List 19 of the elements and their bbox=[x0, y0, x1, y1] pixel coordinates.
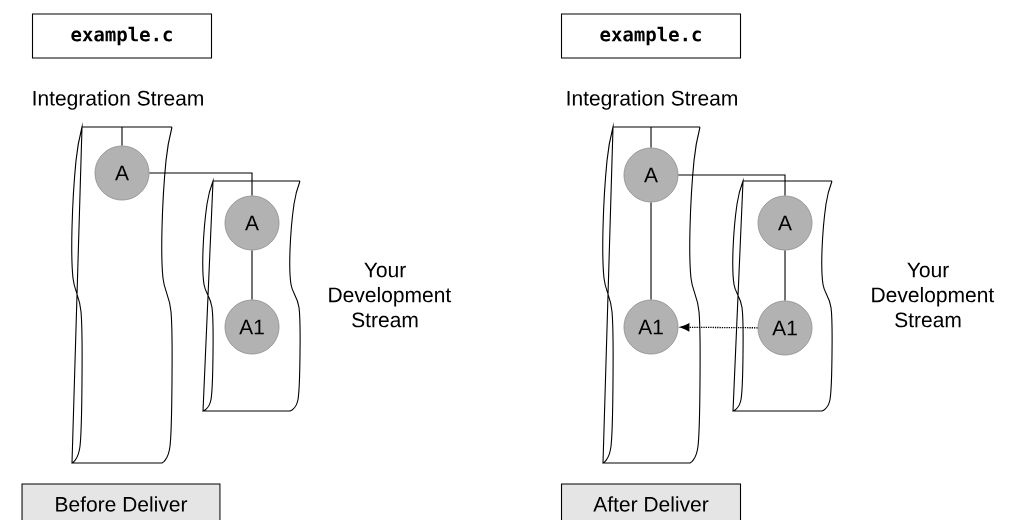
version-ball: A bbox=[94, 145, 150, 201]
version-ball: A1 bbox=[224, 299, 280, 355]
file-name-box: example.c bbox=[31, 13, 213, 59]
version-ball: A bbox=[757, 195, 813, 251]
stub-line bbox=[121, 126, 123, 147]
state-label-box: After Deliver bbox=[560, 483, 742, 520]
state-label-box: Before Deliver bbox=[21, 483, 221, 520]
connector-line bbox=[677, 174, 786, 197]
connector-line bbox=[251, 249, 253, 301]
connector-line bbox=[148, 172, 253, 197]
stub-line bbox=[650, 126, 652, 149]
connector-line bbox=[784, 249, 786, 302]
version-ball: A bbox=[623, 147, 679, 203]
connector-line bbox=[650, 201, 652, 301]
version-ball: A bbox=[224, 195, 280, 251]
file-name-box: example.c bbox=[560, 13, 742, 59]
arrow bbox=[680, 323, 759, 332]
version-ball: A1 bbox=[623, 299, 679, 355]
version-ball: A1 bbox=[757, 300, 813, 356]
